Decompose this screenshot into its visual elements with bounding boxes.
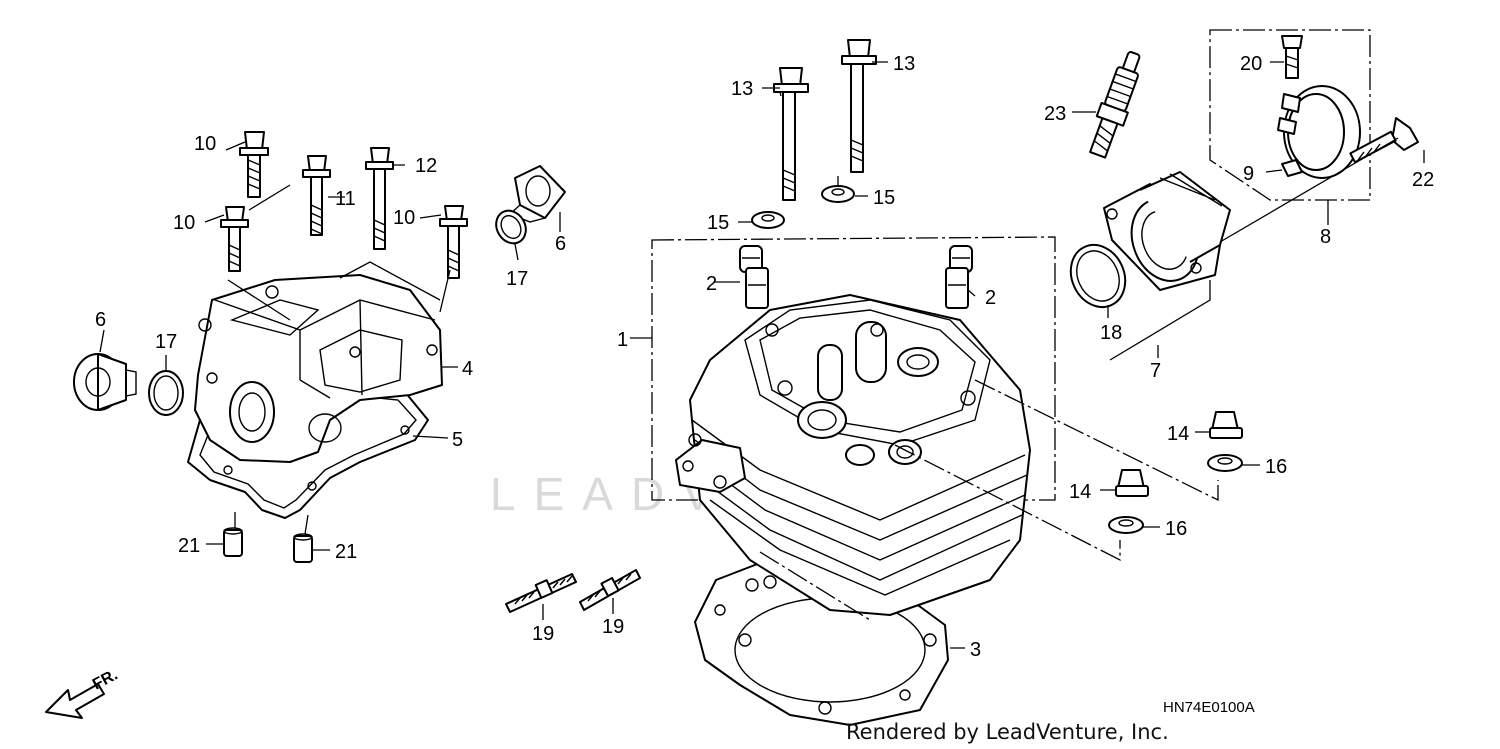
clamp-band — [1277, 85, 1361, 179]
bolt-20 — [1281, 35, 1303, 79]
arrow-icon — [45, 683, 105, 719]
callout-labels: 1 2 2 3 4 5 6 6 7 8 9 10 10 10 11 12 13 … — [95, 53, 1434, 661]
washer-16-upper — [1207, 454, 1243, 472]
callout-8: 8 — [1320, 226, 1331, 248]
valve-guide-2-left — [739, 245, 769, 309]
callout-4: 4 — [462, 358, 473, 380]
callout-21a: 21 — [178, 535, 200, 557]
callout-3: 3 — [970, 639, 981, 661]
callout-6b: 6 — [555, 233, 566, 255]
callout-2b: 2 — [985, 287, 996, 309]
callout-2a: 2 — [706, 273, 717, 295]
dowel-21a — [223, 527, 243, 557]
intake-assembly — [1069, 29, 1425, 361]
nut-9 — [1281, 159, 1303, 177]
callout-13a: 13 — [731, 78, 753, 100]
bolt-11 — [302, 155, 331, 236]
callout-10c: 10 — [393, 207, 415, 229]
washer-16-lower — [1108, 516, 1144, 534]
callout-19b: 19 — [602, 616, 624, 638]
callout-16b: 16 — [1165, 518, 1187, 540]
head-cover-assembly — [73, 131, 468, 563]
bolt-12 — [365, 147, 394, 250]
spark-plug — [1089, 51, 1141, 159]
callout-10b: 10 — [173, 212, 195, 234]
cover-port — [229, 381, 275, 443]
callout-7: 7 — [1150, 360, 1161, 382]
cylinder-head-assembly — [505, 39, 1260, 726]
bolt-10c — [439, 205, 468, 279]
bolt-13-left — [773, 67, 809, 201]
bolt-10a — [239, 131, 269, 198]
head-boss-1 — [817, 344, 843, 401]
dowel-21b — [293, 533, 313, 563]
nut-14-lower — [1115, 469, 1149, 497]
nut-14-upper — [1209, 411, 1243, 439]
callout-9: 9 — [1243, 163, 1254, 185]
callout-13b: 13 — [893, 53, 915, 75]
stud-19a — [505, 573, 577, 613]
callout-21b: 21 — [335, 541, 357, 563]
callout-14a: 14 — [1167, 423, 1189, 445]
callout-18: 18 — [1100, 322, 1122, 344]
callout-15b: 15 — [707, 212, 729, 234]
washer-15-right — [821, 185, 855, 203]
callout-20: 20 — [1240, 53, 1262, 75]
assembly-box-8 — [1209, 29, 1371, 201]
washer-15-left — [751, 211, 785, 229]
callout-23: 23 — [1044, 103, 1066, 125]
head-boss-2 — [855, 321, 887, 383]
callout-17a: 17 — [155, 331, 177, 353]
callout-6a: 6 — [95, 309, 106, 331]
callout-10a: 10 — [194, 133, 216, 155]
bolt-22 — [1349, 117, 1419, 164]
front-direction-arrow: FR. — [45, 666, 121, 719]
callout-22: 22 — [1412, 169, 1434, 191]
valve-guide-2-right — [945, 245, 973, 309]
callout-5: 5 — [452, 429, 463, 451]
callout-19a: 19 — [532, 623, 554, 645]
o-ring-17-right — [495, 209, 527, 245]
callout-15a: 15 — [873, 187, 895, 209]
callout-11: 11 — [335, 188, 356, 210]
callout-16a: 16 — [1265, 456, 1287, 478]
callout-1: 1 — [617, 329, 628, 351]
stud-19b — [579, 569, 641, 611]
callout-17b: 17 — [506, 268, 528, 290]
credit-text: Rendered by LeadVenture, Inc. — [846, 720, 1169, 744]
drawing-code: HN74E0100A — [1163, 699, 1255, 716]
assembly-box-1 — [651, 236, 1056, 501]
bolt-10b — [220, 206, 249, 272]
bolt-13-right — [841, 39, 877, 173]
callout-12: 12 — [415, 155, 437, 177]
insulator — [1103, 171, 1231, 291]
plug-6-left — [73, 353, 137, 411]
callout-14b: 14 — [1069, 481, 1091, 503]
